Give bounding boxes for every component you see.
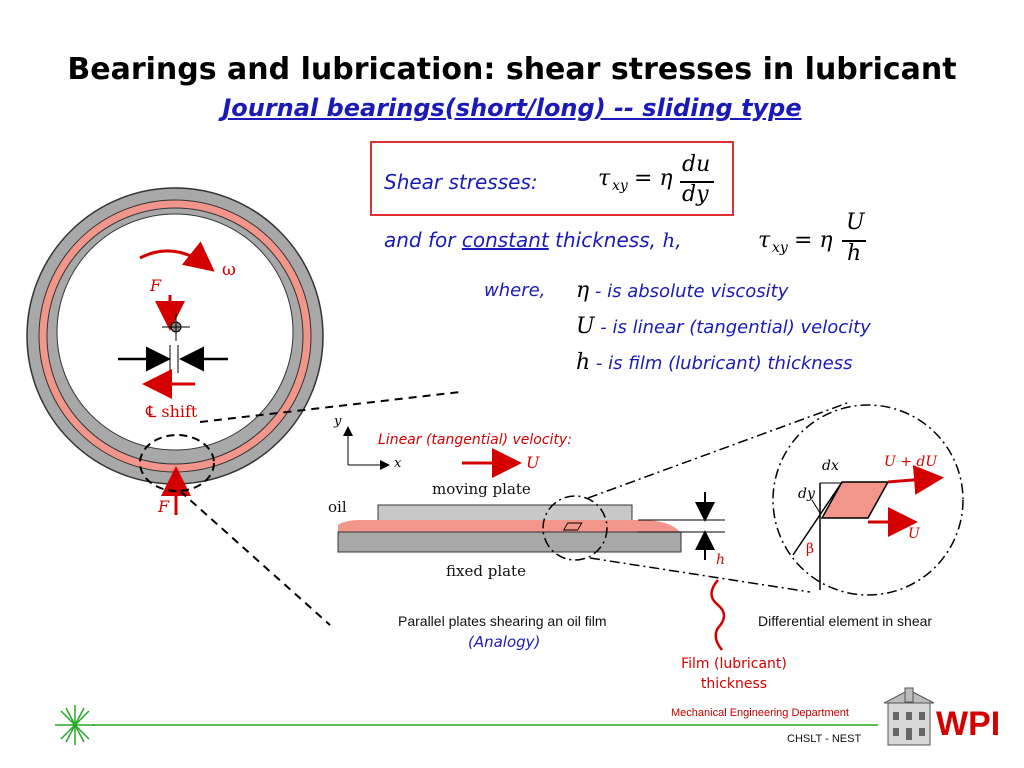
analogy-label: (Analogy) — [468, 633, 541, 651]
where-item-viscosity: η - is absolute viscosity — [576, 278, 788, 303]
leader-line-element-top — [587, 401, 851, 499]
omega-label: ω — [222, 260, 236, 280]
element-U-label: U — [908, 526, 920, 542]
U-symbol: U — [576, 314, 595, 339]
rotation-arrow — [139, 241, 215, 272]
U-numerator: U — [846, 210, 865, 235]
leader-line-top — [199, 391, 461, 423]
where-item-text: - is absolute viscosity — [589, 281, 789, 302]
dx-label: dx — [822, 458, 839, 474]
eq-eta: = η — [634, 166, 673, 191]
where-item-text: - is film (lubricant) thickness — [590, 353, 853, 374]
leader-line-element-bottom — [589, 557, 811, 593]
nest-label: CHSLT - NEST — [787, 733, 862, 745]
h-symbol-inline: h — [662, 228, 676, 252]
slide-subtitle: Journal bearings(short/long) -- sliding … — [222, 94, 802, 122]
starburst-icon — [55, 705, 95, 745]
beta-label: β — [806, 541, 815, 557]
constant-word: constant — [461, 228, 549, 252]
beta-line — [792, 481, 843, 556]
fraction-bar — [680, 181, 714, 183]
where-item-text: - is linear (tangential) velocity — [594, 317, 871, 338]
element-caption: Differential element in shear — [758, 613, 933, 629]
force-label-top: F — [150, 276, 162, 295]
film-pointer-line — [710, 579, 726, 651]
small-element — [562, 522, 583, 531]
shift-label: ℄ shift — [146, 402, 198, 421]
fraction-bar-2 — [842, 240, 866, 242]
h-dimension-label: h — [716, 552, 726, 568]
tau-symbol-2: τ — [758, 228, 771, 253]
leader-line-bottom — [179, 490, 331, 626]
force-label-bottom: F — [158, 497, 170, 516]
xy-subscript-2: xy — [772, 240, 788, 256]
where-item-thickness: h - is film (lubricant) thickness — [576, 350, 853, 375]
U-plus-dU-label: U + dU — [884, 454, 938, 470]
shear-formula-box — [370, 141, 734, 216]
velocity-U-label: U — [526, 453, 540, 472]
journal-bearing — [26, 187, 324, 485]
where-item-velocity: U - is linear (tangential) velocity — [576, 314, 871, 339]
U-plus-dU-arrow — [887, 464, 944, 495]
constant-formula: τ xy = η U h — [758, 210, 878, 267]
constant-thickness-line: and for constant thickness, h, — [384, 228, 682, 252]
where-label: where, — [484, 280, 546, 301]
wpi-logo: WPI — [936, 705, 1001, 743]
xy-subscript: xy — [612, 178, 628, 194]
constant-prefix: and for — [384, 228, 462, 252]
eq-eta-2: = η — [794, 228, 833, 253]
shear-formula: τ xy = η du dy — [598, 152, 728, 210]
plates-caption: Parallel plates shearing an oil film — [398, 613, 607, 629]
tau-symbol: τ — [598, 166, 611, 191]
department-label: Mechanical Engineering Department — [671, 707, 849, 719]
dy-label: dy — [798, 486, 815, 502]
slide-title: Bearings and lubrication: shear stresses… — [67, 52, 957, 87]
building-logo — [883, 687, 935, 746]
fixed-plate — [337, 531, 682, 553]
h-denominator: h — [847, 241, 862, 266]
axis-x-label: x — [394, 456, 402, 471]
shear-stresses-label: Shear stresses: — [384, 170, 538, 194]
film-label-line-2: thickness — [700, 676, 768, 692]
du-numerator: du — [682, 152, 711, 177]
dy-tick — [811, 499, 821, 514]
oil-film — [338, 520, 680, 532]
moving-plate-label: moving plate — [432, 480, 531, 498]
h-symbol: h — [576, 350, 591, 375]
constant-suffix: thickness, — [548, 228, 663, 252]
dy-denominator: dy — [682, 182, 709, 207]
zoom-circle-bearing — [139, 434, 215, 492]
velocity-label: Linear (tangential) velocity: — [378, 432, 572, 448]
oil-label: oil — [328, 498, 347, 516]
film-thickness-label: Film (lubricant) thickness — [664, 654, 804, 694]
comma: , — [675, 228, 682, 252]
eta-symbol: η — [576, 278, 590, 303]
film-label-line-1: Film (lubricant) — [681, 656, 787, 672]
zoom-circle-plates — [542, 495, 608, 561]
fixed-plate-label: fixed plate — [446, 562, 526, 580]
axis-y-label: y — [334, 414, 342, 429]
